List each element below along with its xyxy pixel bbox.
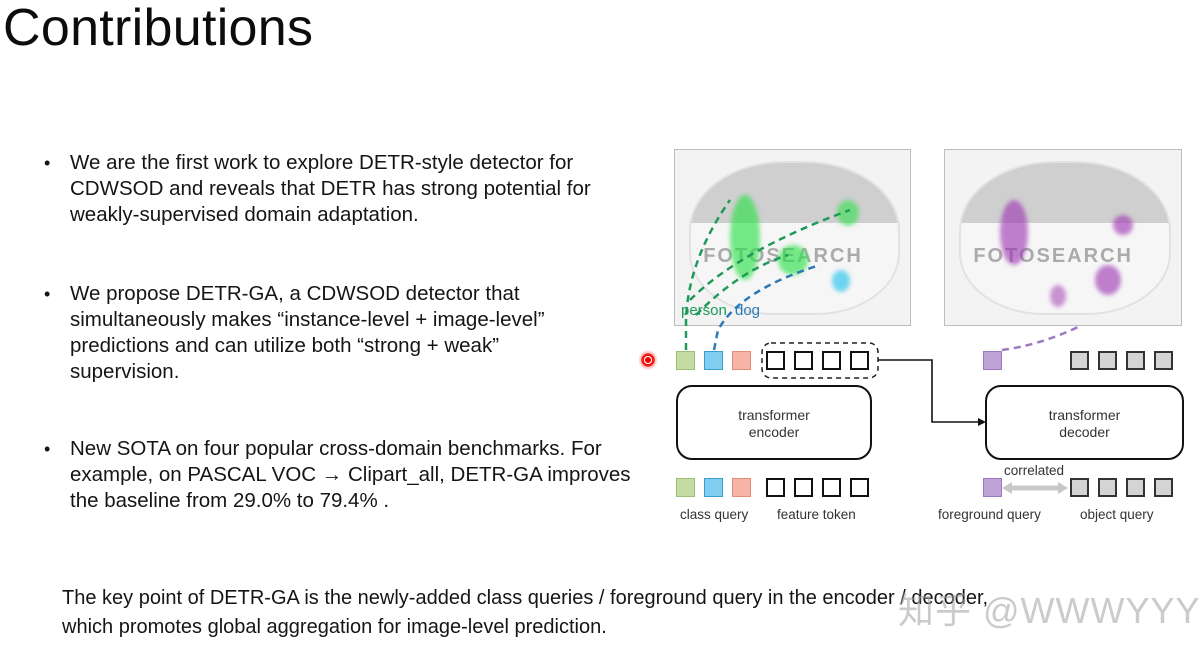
transformer-decoder-block: transformer decoder bbox=[985, 385, 1184, 460]
legend-feature-token bbox=[850, 478, 869, 497]
bullet-line: CDWSOD and reveals that DETR has strong … bbox=[70, 177, 591, 200]
zhihu-watermark: 知乎 @WWWYYY bbox=[898, 590, 1199, 631]
bullet-dot-icon: • bbox=[44, 284, 51, 304]
legend-object-query bbox=[1154, 478, 1173, 497]
decoder-label-line1: transformer bbox=[1048, 407, 1121, 423]
legend-class-query-green bbox=[676, 478, 695, 497]
bullet-dot-icon: • bbox=[44, 439, 51, 459]
connector-lines bbox=[684, 199, 1079, 494]
encoder-label-line1: transformer bbox=[738, 407, 810, 423]
legend-class-query-blue bbox=[704, 478, 723, 497]
bullet-line: We are the first work to explore DETR-st… bbox=[70, 151, 574, 174]
decoder-attention-image: FOTOSEARCH bbox=[944, 149, 1182, 326]
feature-token bbox=[822, 351, 841, 370]
attention-blob bbox=[837, 200, 859, 226]
legend-class-query-red bbox=[732, 478, 751, 497]
foreground-query-label: foreground query bbox=[938, 507, 1041, 522]
attention-blob bbox=[730, 195, 760, 280]
laser-pointer-icon bbox=[638, 350, 658, 370]
legend-foreground-query bbox=[983, 478, 1002, 497]
object-query-token bbox=[1070, 351, 1089, 370]
bullet-line: supervision. bbox=[70, 360, 180, 383]
attention-blob bbox=[1095, 265, 1121, 295]
bullet-line: example, on PASCAL VOC → Clipart_all, DE… bbox=[70, 463, 631, 486]
footer-line-2: which promotes global aggregation for im… bbox=[62, 616, 607, 638]
legend-feature-token bbox=[822, 478, 841, 497]
footer-line-1: The key point of DETR-GA is the newly-ad… bbox=[62, 587, 989, 609]
legend-feature-token bbox=[766, 478, 785, 497]
legend-object-query bbox=[1126, 478, 1145, 497]
encoder-label-line2: encoder bbox=[748, 424, 800, 440]
bullet-line: New SOTA on four popular cross-domain be… bbox=[70, 437, 602, 460]
foreground-query-token bbox=[983, 351, 1002, 370]
object-query-token bbox=[1126, 351, 1145, 370]
object-query-token bbox=[1098, 351, 1117, 370]
decoder-label-line2: decoder bbox=[1059, 424, 1110, 440]
feature-token-label: feature token bbox=[777, 507, 856, 522]
bullet-dot-icon: • bbox=[44, 153, 51, 173]
feature-token bbox=[766, 351, 785, 370]
legend-object-query bbox=[1070, 478, 1089, 497]
bullet-item-1: • We are the first work to explore DETR-… bbox=[44, 150, 644, 228]
bullet-item-3: • New SOTA on four popular cross-domain … bbox=[44, 436, 644, 514]
legend-object-query bbox=[1098, 478, 1117, 497]
object-query-label: object query bbox=[1080, 507, 1154, 522]
bullet-line: the baseline from 29.0% to 79.4% . bbox=[70, 489, 390, 512]
correlated-label: correlated bbox=[1004, 463, 1065, 478]
image-scene bbox=[959, 160, 1171, 315]
architecture-figure: FOTOSEARCH person dog FOTOSEARCH bbox=[660, 140, 1199, 540]
attention-blob bbox=[1113, 215, 1133, 235]
class-query-token-blue bbox=[704, 351, 723, 370]
class-query-token-green bbox=[676, 351, 695, 370]
person-label: person bbox=[681, 302, 727, 319]
attention-blob bbox=[832, 270, 850, 292]
object-query-token bbox=[1154, 351, 1173, 370]
bullet-line: We propose DETR-GA, a CDWSOD detector th… bbox=[70, 282, 520, 305]
transformer-encoder-block: transformer encoder bbox=[676, 385, 872, 460]
class-query-label: class query bbox=[680, 507, 749, 522]
feature-token bbox=[850, 351, 869, 370]
bullet-line: simultaneously makes “instance-level + i… bbox=[70, 308, 545, 331]
dog-label: dog bbox=[735, 302, 761, 319]
attention-blob bbox=[1000, 200, 1028, 265]
feature-token bbox=[794, 351, 813, 370]
bullet-line: weakly-supervised domain adaptation. bbox=[70, 203, 419, 226]
attention-blob bbox=[1050, 285, 1066, 307]
legend-feature-token bbox=[794, 478, 813, 497]
class-query-token-red bbox=[732, 351, 751, 370]
slide-title: Contributions bbox=[3, 0, 314, 57]
bullet-item-2: • We propose DETR-GA, a CDWSOD detector … bbox=[44, 281, 644, 385]
key-point-text: The key point of DETR-GA is the newly-ad… bbox=[62, 584, 1192, 642]
bullet-line: predictions and can utilize both “strong… bbox=[70, 334, 500, 357]
